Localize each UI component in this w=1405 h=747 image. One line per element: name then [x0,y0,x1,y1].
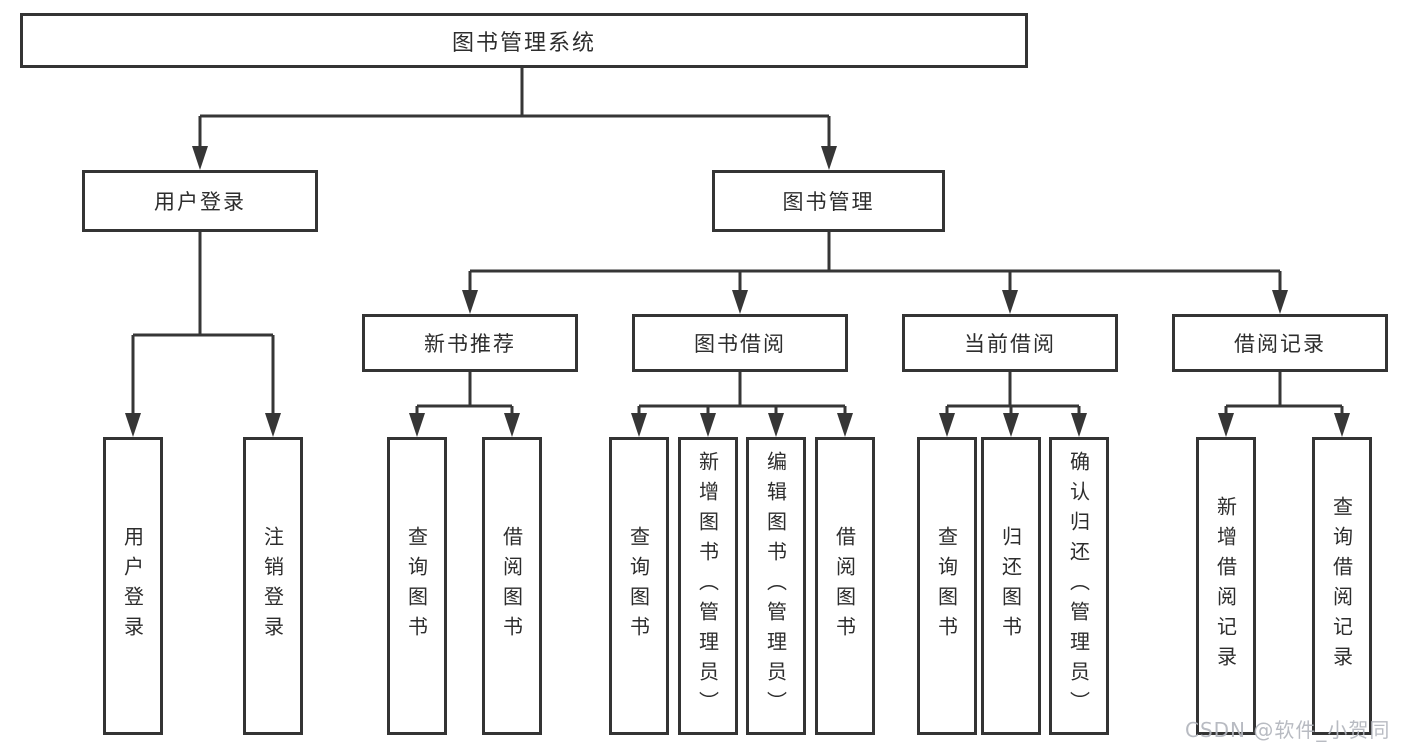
leaf-logout: 注销登录 [243,437,303,735]
leaf-query-books-recommend: 查询图书 [387,437,447,735]
leaf-query-books-borrow-label: 查询图书 [626,526,651,646]
leaf-query-books-borrow: 查询图书 [609,437,669,735]
node-user-login-label: 用户登录 [154,190,246,214]
leaf-logout-label: 注销登录 [260,526,285,646]
leaf-add-book-admin-label: 新增图书（管理员） [695,451,720,721]
leaf-query-borrow-record: 查询借阅记录 [1312,437,1372,735]
leaf-query-borrow-record-label: 查询借阅记录 [1329,496,1354,676]
leaf-add-borrow-record: 新增借阅记录 [1196,437,1256,735]
leaf-edit-book-admin-label: 编辑图书（管理员） [763,451,788,721]
leaf-borrow-books: 借阅图书 [815,437,875,735]
node-book-borrow: 图书借阅 [632,314,848,372]
watermark-text: CSDN @软件_小贺同学 [1185,718,1391,742]
node-borrow-records-label: 借阅记录 [1234,332,1326,356]
leaf-edit-book-admin: 编辑图书（管理员） [746,437,806,735]
leaf-confirm-return-admin: 确认归还（管理员） [1049,437,1109,735]
leaf-borrow-books-label: 借阅图书 [832,526,857,646]
node-book-borrow-label: 图书借阅 [694,332,786,356]
node-current-borrow-label: 当前借阅 [964,332,1056,356]
node-book-management: 图书管理 [712,170,945,232]
leaf-query-books-current: 查询图书 [917,437,977,735]
leaf-return-book-label: 归还图书 [998,526,1023,646]
leaf-borrow-books-recommend: 借阅图书 [482,437,542,735]
node-new-book-recommend-label: 新书推荐 [424,332,516,356]
leaf-query-books-recommend-label: 查询图书 [404,526,429,646]
leaf-add-book-admin: 新增图书（管理员） [678,437,738,735]
leaf-user-login-label: 用户登录 [120,526,145,646]
connector-path [131,68,1344,417]
leaf-add-borrow-record-label: 新增借阅记录 [1213,496,1238,676]
node-user-login: 用户登录 [82,170,318,232]
leaf-user-login: 用户登录 [103,437,163,735]
node-root: 图书管理系统 [20,13,1028,68]
leaf-borrow-books-recommend-label: 借阅图书 [499,526,524,646]
node-book-management-label: 图书管理 [782,190,875,214]
leaf-confirm-return-admin-label: 确认归还（管理员） [1066,451,1091,721]
node-root-label: 图书管理系统 [451,30,596,56]
node-borrow-records: 借阅记录 [1172,314,1388,372]
node-current-borrow: 当前借阅 [902,314,1118,372]
node-new-book-recommend: 新书推荐 [362,314,578,372]
arrowheads [125,146,1350,437]
leaf-query-books-current-label: 查询图书 [934,526,959,646]
leaf-return-book: 归还图书 [981,437,1041,735]
